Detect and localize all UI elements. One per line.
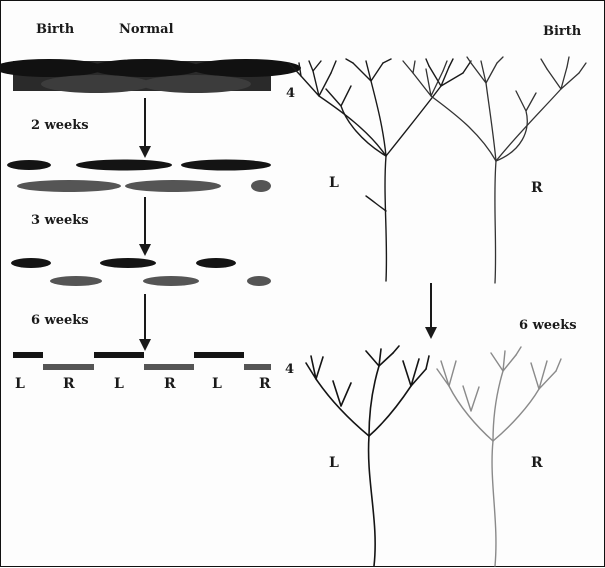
eye-label-L: L xyxy=(212,377,222,391)
eye-label-R: R xyxy=(63,377,75,391)
stage-label-2weeks: 2 weeks xyxy=(31,119,89,132)
left-eye-stripe xyxy=(13,352,43,358)
header-normal: Normal xyxy=(119,23,174,36)
right-eye-stripe xyxy=(244,364,271,370)
left-eye-patch xyxy=(181,160,271,171)
header-birth-right: Birth xyxy=(543,25,581,38)
stage-label-3weeks: 3 weeks xyxy=(31,214,89,227)
arrow-down-icon xyxy=(139,146,151,158)
eye-label-L: L xyxy=(114,377,124,391)
birth-left-patch xyxy=(191,59,301,77)
tree-label-birth-R: R xyxy=(531,181,543,195)
arrow-down-icon xyxy=(425,327,437,339)
eye-label-L: L xyxy=(15,377,25,391)
right-eye-patch xyxy=(125,180,221,192)
left-eye-patch xyxy=(76,160,172,171)
birth-right-patch xyxy=(41,75,151,93)
layer-marker-top: 4 xyxy=(286,87,295,100)
birth-tree-right xyxy=(403,57,586,283)
row-2weeks-bands xyxy=(7,160,271,193)
right-eye-patch xyxy=(143,276,199,286)
tree-label-6w-R: R xyxy=(531,456,543,470)
eye-label-R: R xyxy=(164,377,176,391)
right-eye-patch xyxy=(50,276,102,286)
layer-marker-bottom: 4 xyxy=(285,363,294,376)
row-birth-bands xyxy=(1,59,301,93)
arrow-down-icon xyxy=(139,244,151,256)
header-birth-left: Birth xyxy=(36,23,74,36)
right-eye-patch xyxy=(251,180,271,192)
right-eye-stripe xyxy=(43,364,94,370)
right-eye-patch xyxy=(17,180,121,192)
down-arrow-right xyxy=(425,283,437,339)
row-3weeks-bands xyxy=(11,258,271,286)
birth-tree-left xyxy=(289,59,471,281)
left-eye-patch xyxy=(100,258,156,268)
arrow-down-icon xyxy=(139,339,151,351)
six-weeks-tree-left xyxy=(306,346,429,566)
right-eye-patch xyxy=(247,276,271,286)
tree-label-birth-L: L xyxy=(329,176,339,190)
left-eye-patch xyxy=(196,258,236,268)
left-eye-stripe xyxy=(94,352,144,358)
tree-label-6w-L: L xyxy=(329,456,339,470)
left-eye-stripe xyxy=(194,352,244,358)
left-eye-patch xyxy=(7,160,51,170)
right-eye-stripe xyxy=(144,364,194,370)
left-eye-patch xyxy=(11,258,51,268)
stage-label-6weeks-right: 6 weeks xyxy=(519,319,577,332)
row-6weeks-bands xyxy=(13,352,271,370)
stage-label-6weeks: 6 weeks xyxy=(31,314,89,327)
eye-label-R: R xyxy=(259,377,271,391)
birth-left-patch xyxy=(91,59,201,77)
down-arrows-left xyxy=(139,98,151,351)
birth-right-patch xyxy=(141,75,251,93)
